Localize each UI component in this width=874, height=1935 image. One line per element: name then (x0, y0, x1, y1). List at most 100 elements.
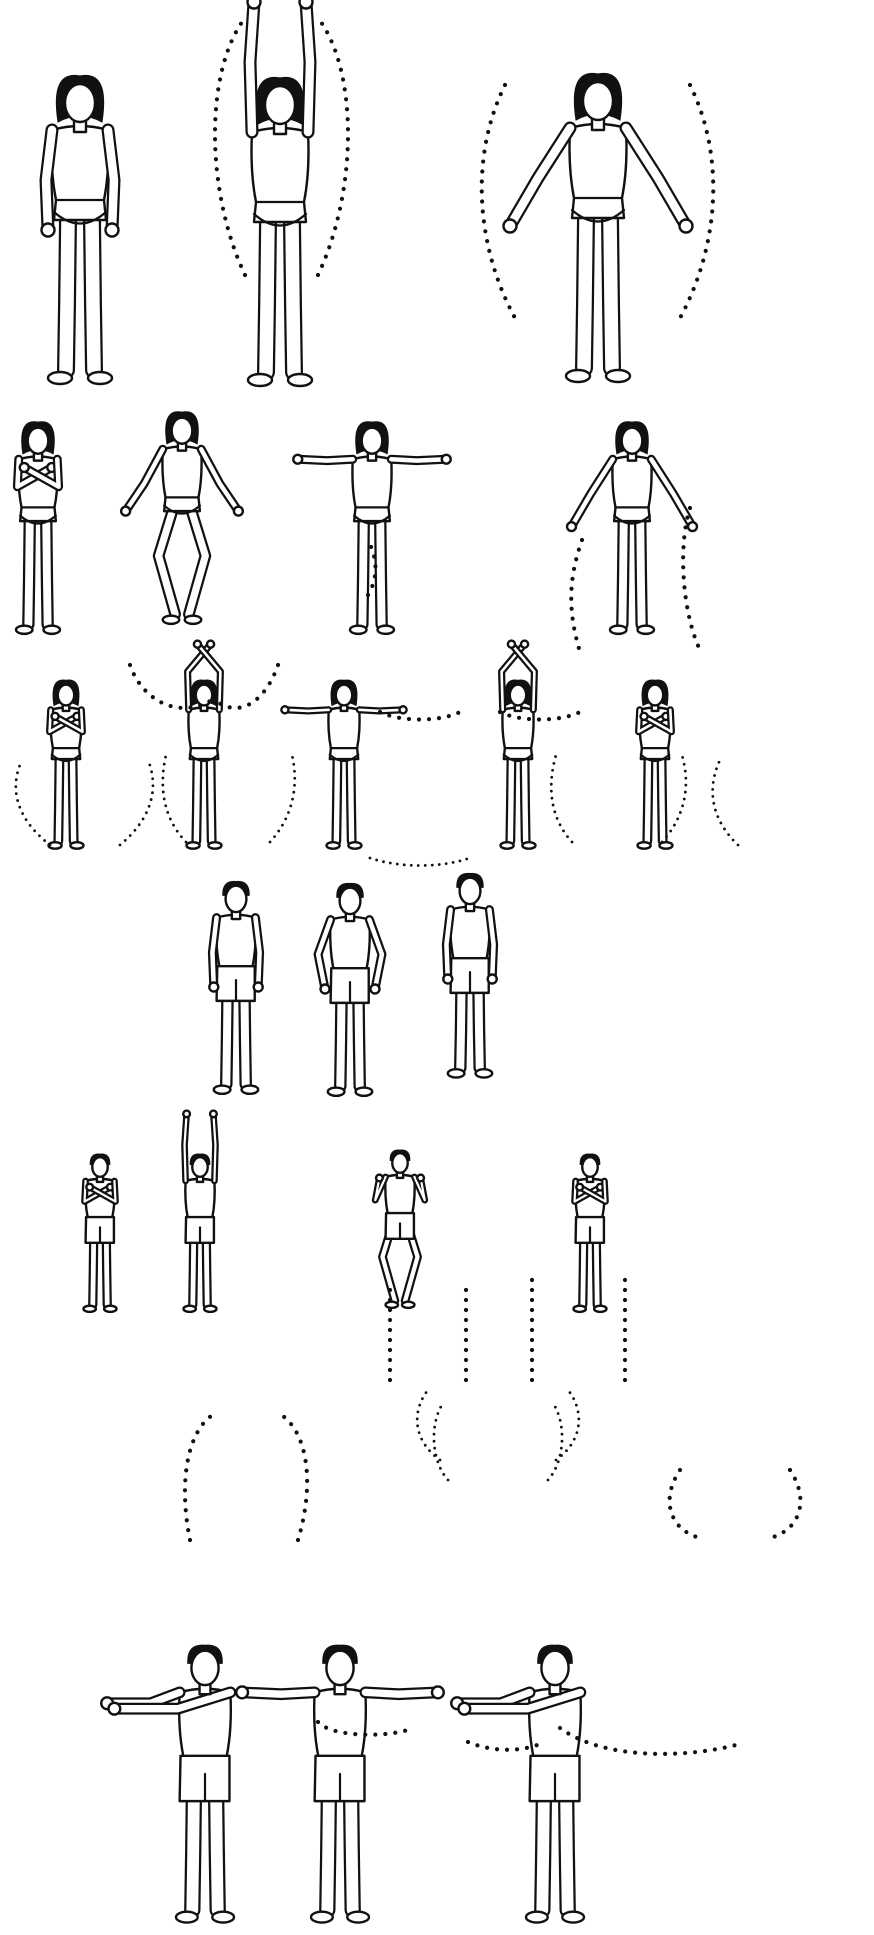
foot-right (70, 842, 83, 849)
leg-left-fill (266, 222, 268, 372)
foot-left (84, 1306, 96, 1312)
arm-left-fill (510, 128, 570, 226)
motion-path-17 (551, 755, 572, 842)
torso (352, 457, 391, 522)
hand-right (488, 974, 497, 983)
leg-right (46, 521, 47, 624)
arm-right (255, 918, 259, 987)
foot-right (594, 1306, 606, 1312)
motion-path-14 (163, 755, 186, 842)
motion-path-24 (185, 1414, 214, 1540)
leg-left-fill (336, 759, 337, 841)
figure-21 (236, 1645, 444, 1922)
motion-path-27 (434, 1402, 448, 1480)
foot-right (476, 1069, 493, 1077)
figure-11 (501, 641, 536, 849)
leg-right (351, 759, 352, 841)
hand-right (210, 1111, 217, 1118)
arm-right (213, 1114, 215, 1181)
arm-left-fill (572, 459, 613, 526)
leg-left (510, 759, 511, 841)
foot-left (176, 1912, 198, 1923)
head (460, 878, 481, 904)
leg-right-fill (211, 759, 212, 841)
motion-path-31 (770, 1470, 800, 1538)
hand-left (521, 641, 528, 648)
motion-path-12 (16, 760, 50, 845)
foot-right (378, 626, 395, 634)
foot-right (288, 374, 312, 386)
hand-left (321, 984, 330, 993)
head (191, 1651, 218, 1685)
leg-right-fill (380, 521, 381, 624)
leg-right-fill (640, 521, 641, 624)
head (28, 428, 49, 454)
leg-right-fill (610, 218, 612, 368)
hand-left (376, 1175, 383, 1182)
leg-right (211, 759, 212, 841)
leg-left (66, 220, 68, 370)
motion-path-10 (571, 540, 582, 652)
foot-right (638, 626, 655, 634)
foot-left (526, 1912, 548, 1923)
leg-right (92, 220, 94, 370)
hand-right (20, 463, 29, 472)
leg-right (189, 511, 206, 614)
head (265, 86, 295, 124)
leg-right-fill (351, 759, 352, 841)
torso (502, 708, 533, 759)
arm-right (626, 128, 686, 226)
foot-right (44, 626, 61, 634)
foot-left (328, 1088, 345, 1096)
hand-left (248, 0, 261, 9)
arm-left-fill (285, 710, 329, 711)
motion-path-34 (560, 1728, 740, 1754)
arm-left (242, 1692, 315, 1694)
hand-left (209, 982, 218, 991)
leg-left (336, 759, 337, 841)
head (58, 685, 74, 706)
foot-left (184, 1306, 196, 1312)
hand-left (42, 224, 55, 237)
motion-path-25 (280, 1414, 307, 1540)
arm-left (46, 130, 52, 230)
leg-right-fill (46, 521, 47, 624)
arm-left (285, 710, 329, 711)
arm-left (572, 459, 613, 526)
hand-right (680, 220, 693, 233)
torso (612, 457, 651, 522)
hand-right (108, 1703, 120, 1715)
foot-left (163, 616, 180, 624)
torso (252, 128, 309, 222)
leg-left (584, 218, 586, 368)
leg-right-fill (525, 759, 526, 841)
hand-right (688, 522, 697, 531)
head (392, 1153, 407, 1173)
foot-left (501, 842, 514, 849)
motion-path-4 (680, 85, 713, 318)
figure-4 (16, 422, 60, 634)
leg-left (362, 521, 363, 624)
figure-19 (574, 1154, 607, 1312)
figure-3 (504, 73, 693, 382)
foot-left (386, 1302, 398, 1308)
figure-16 (84, 1154, 117, 1312)
torso (162, 447, 201, 512)
arm-right (391, 459, 446, 460)
figure-18 (375, 1150, 425, 1308)
hand-left (281, 706, 288, 713)
arm-right (365, 1692, 438, 1694)
head (326, 1651, 353, 1685)
motion-path-2 (318, 18, 348, 275)
leg-right-fill (662, 759, 663, 841)
leg-right-fill (73, 759, 74, 841)
foot-right (562, 1912, 584, 1923)
arm-left-fill (242, 1692, 315, 1694)
foot-left (248, 374, 272, 386)
leg-left-fill (28, 521, 29, 624)
leg-left-fill (196, 759, 197, 841)
figure-10 (281, 680, 406, 849)
foot-right (208, 842, 221, 849)
foot-right (522, 842, 535, 849)
motion-path-15 (270, 755, 295, 842)
